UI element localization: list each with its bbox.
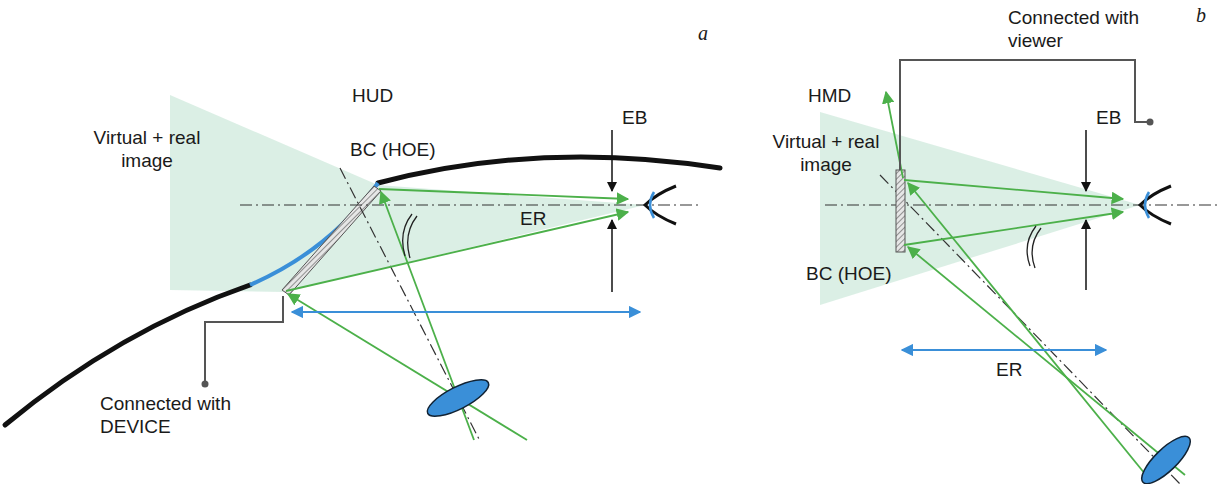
- eye-box-arrow: [1085, 130, 1087, 191]
- projector-lens: [423, 373, 494, 423]
- connection-label: Connected with viewer: [1008, 6, 1168, 52]
- eye-ray: [904, 180, 1123, 199]
- component-label: BC (HOE): [806, 262, 892, 285]
- projector-lens: [1135, 430, 1196, 484]
- windshield: [250, 183, 378, 285]
- eye-lens: [650, 192, 654, 218]
- eye-box-arrow: [1085, 220, 1087, 290]
- eye-relief-arrow: [902, 349, 1106, 351]
- field-of-view-shading: [170, 95, 645, 292]
- optical-axis: [240, 204, 700, 205]
- eye-box-arrow: [611, 220, 613, 292]
- component-label: BC (HOE): [350, 138, 436, 161]
- connection-dot: [1147, 119, 1154, 126]
- system-name: HUD: [352, 84, 393, 107]
- connection-label: Connected with DEVICE: [100, 392, 260, 438]
- curved-wavefront: [403, 214, 417, 258]
- dimension-label: EB: [1096, 106, 1121, 129]
- panel-letter: a: [698, 22, 708, 45]
- eye-ray: [379, 189, 628, 199]
- system-name: HMD: [808, 84, 851, 107]
- dimension-label: EB: [622, 106, 647, 129]
- car-roof: [378, 157, 720, 183]
- dimension-label: ER: [520, 207, 546, 230]
- panel-letter: b: [1196, 4, 1206, 27]
- connection-dot: [202, 381, 209, 388]
- eye-ray: [286, 212, 628, 291]
- eye-relief-arrow: [292, 311, 640, 313]
- projector-ray: [908, 183, 1150, 480]
- device-connection: [205, 296, 283, 382]
- eye-symbol: [645, 186, 676, 224]
- dimension-label: ER: [996, 358, 1022, 381]
- projector-ray: [908, 247, 1185, 475]
- eye-lens: [1145, 192, 1149, 218]
- projector-ray: [288, 294, 527, 440]
- projector-axis: [880, 175, 1180, 484]
- image-label: Virtual + real image: [756, 130, 896, 176]
- eye-symbol: [1140, 186, 1171, 224]
- image-label: Virtual + real image: [72, 126, 222, 172]
- hoe-combiner: [282, 186, 381, 295]
- eye-ray: [904, 212, 1123, 245]
- viewer-connection: [900, 60, 1148, 170]
- eye-box-arrow: [611, 130, 613, 191]
- hoe-combiner: [896, 170, 905, 252]
- curved-wavefront: [1027, 226, 1041, 268]
- optical-axis: [825, 204, 1218, 205]
